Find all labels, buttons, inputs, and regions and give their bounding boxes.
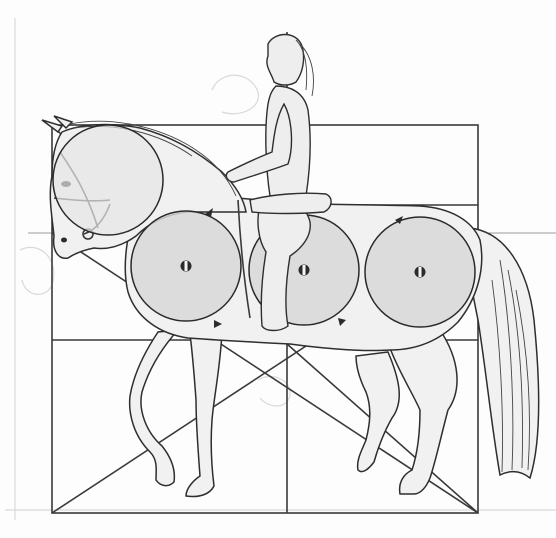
head-circle [53, 125, 163, 235]
saddle [250, 193, 331, 213]
horse-nostril [61, 238, 67, 243]
